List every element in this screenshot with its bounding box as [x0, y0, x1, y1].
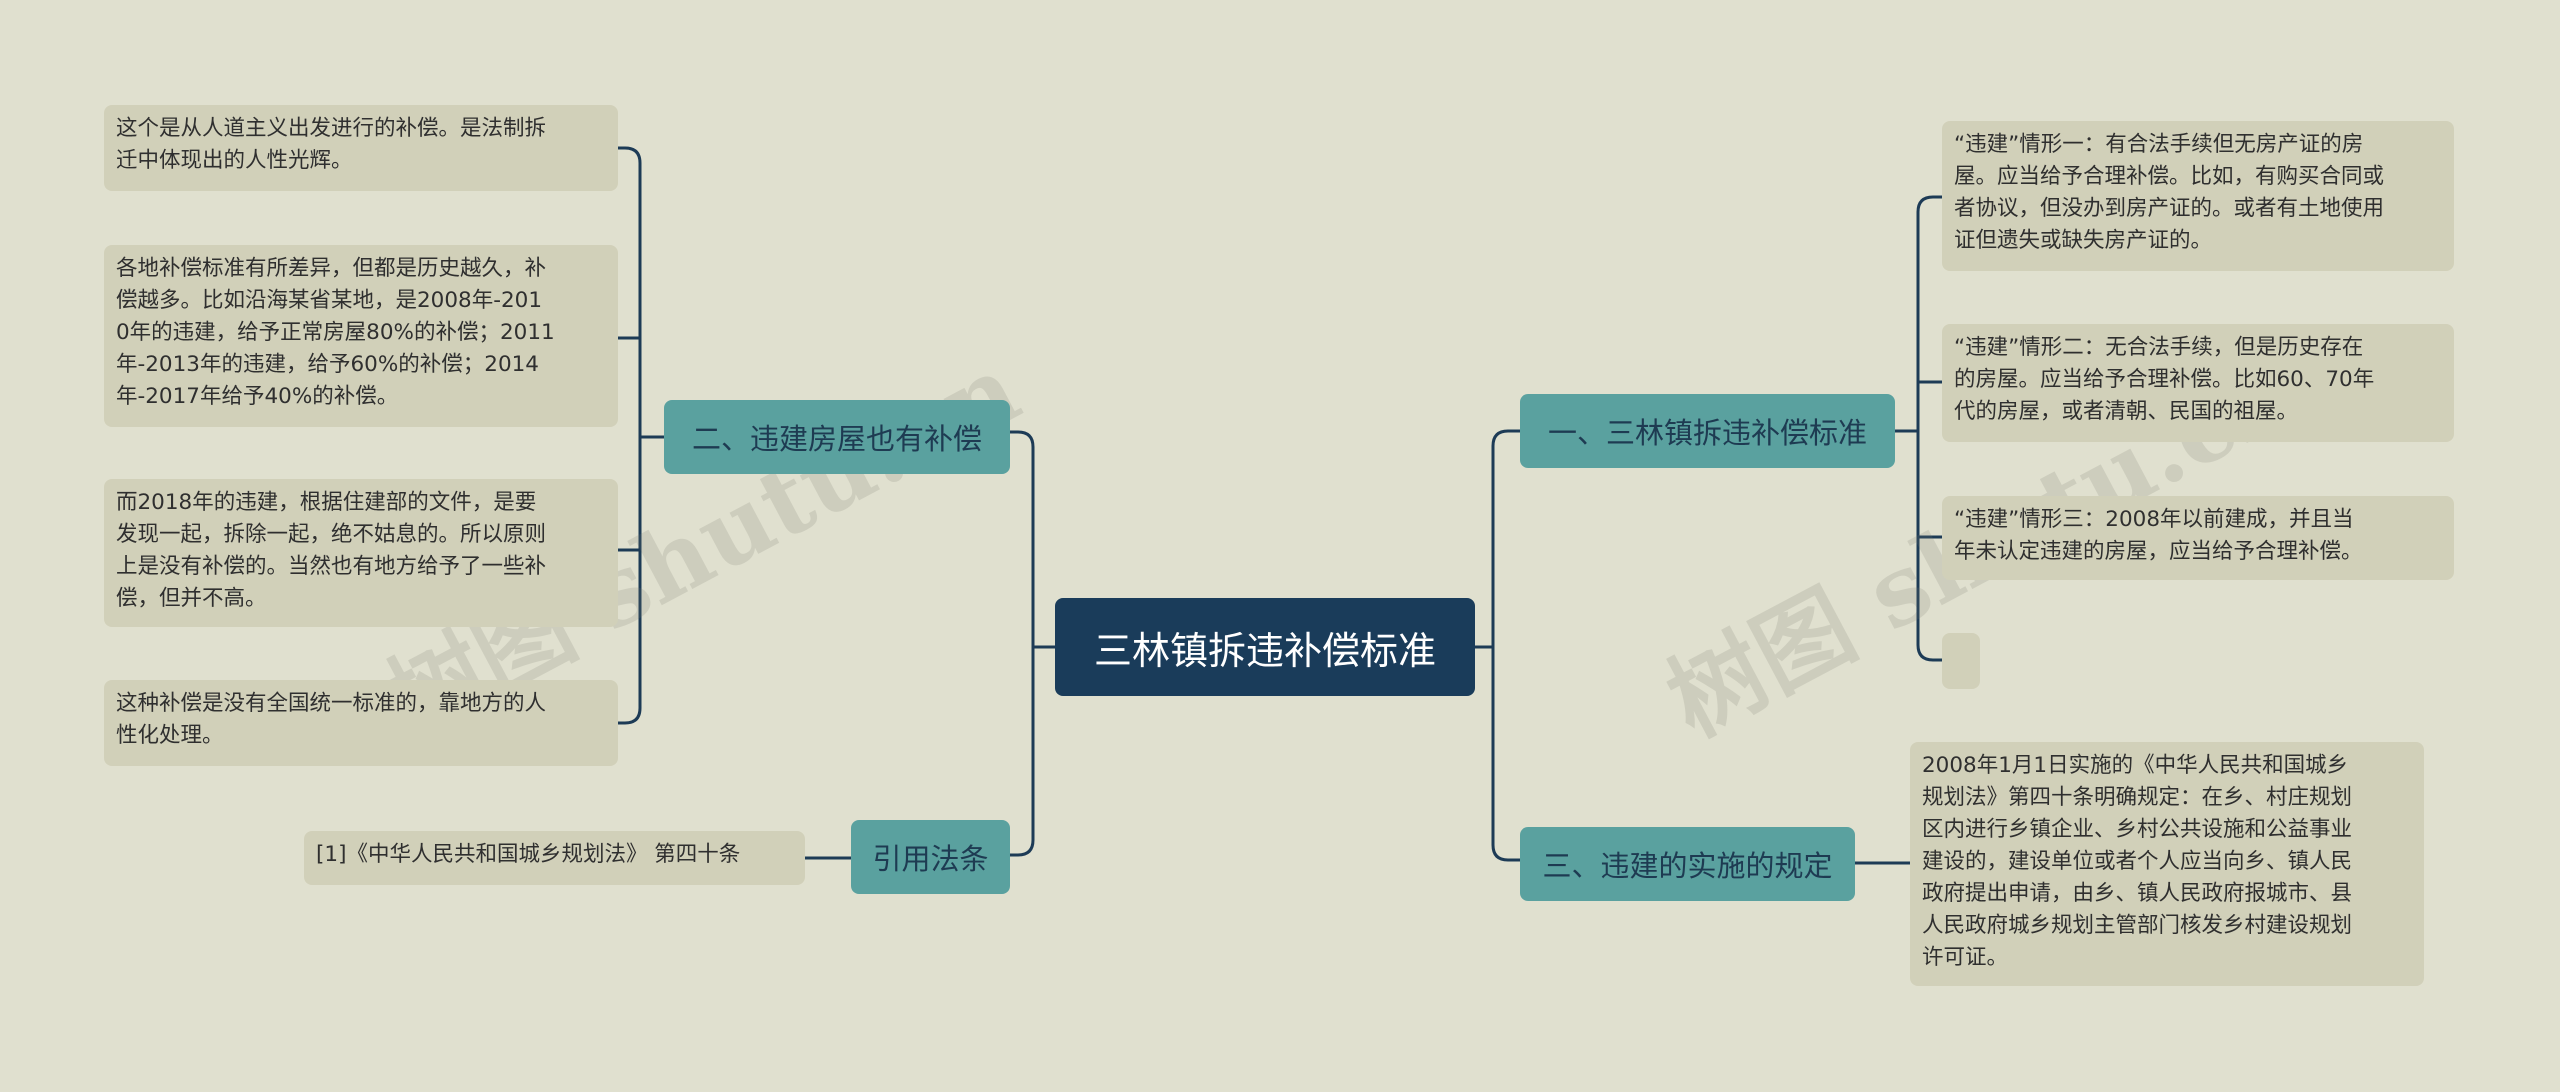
leaf-standard-4[interactable]	[1942, 633, 1980, 689]
connector-compensation-trunk	[624, 146, 642, 725]
leaf-compensation-4[interactable]: 这种补偿是没有全国统一标准的，靠地方的人 性化处理。	[104, 680, 618, 766]
leaf-compensation-1[interactable]: 这个是从人道主义出发进行的补偿。是法制拆 迁中体现出的人性光辉。	[104, 105, 618, 191]
leaf-compensation-2[interactable]: 各地补偿标准有所差异，但都是历史越久，补 偿越多。比如沿海某省某地，是2008年…	[104, 245, 618, 427]
root-topic[interactable]: 三林镇拆违补偿标准	[1055, 598, 1475, 696]
leaf-regulation-1[interactable]: 2008年1月1日实施的《中华人民共和国城乡 规划法》第四十条明确规定：在乡、村…	[1910, 742, 2424, 986]
leaf-compensation-3[interactable]: 而2018年的违建，根据住建部的文件，是要 发现一起，拆除一起，绝不姑息的。所以…	[104, 479, 618, 627]
branch-compensation[interactable]: 二、违建房屋也有补偿	[664, 400, 1010, 474]
leaf-standard-2[interactable]: “违建”情形二：无合法手续，但是历史存在 的房屋。应当给予合理补偿。比如60、7…	[1942, 324, 2454, 442]
leaf-law-1[interactable]: [1]《中华人民共和国城乡规划法》 第四十条	[304, 831, 805, 885]
leaf-standard-1[interactable]: “违建”情形一：有合法手续但无房产证的房 屋。应当给予合理补偿。比如，有购买合同…	[1942, 121, 2454, 271]
connector-standard-trunk	[1916, 195, 1934, 662]
connector-right-trunk	[1491, 429, 1509, 862]
branch-regulation[interactable]: 三、违建的实施的规定	[1520, 827, 1855, 901]
branch-standard[interactable]: 一、三林镇拆违补偿标准	[1520, 394, 1895, 468]
leaf-standard-3[interactable]: “违建”情形三：2008年以前建成，并且当 年未认定违建的房屋，应当给予合理补偿…	[1942, 496, 2454, 580]
branch-law[interactable]: 引用法条	[851, 820, 1010, 894]
connector-left-trunk	[1017, 430, 1035, 857]
